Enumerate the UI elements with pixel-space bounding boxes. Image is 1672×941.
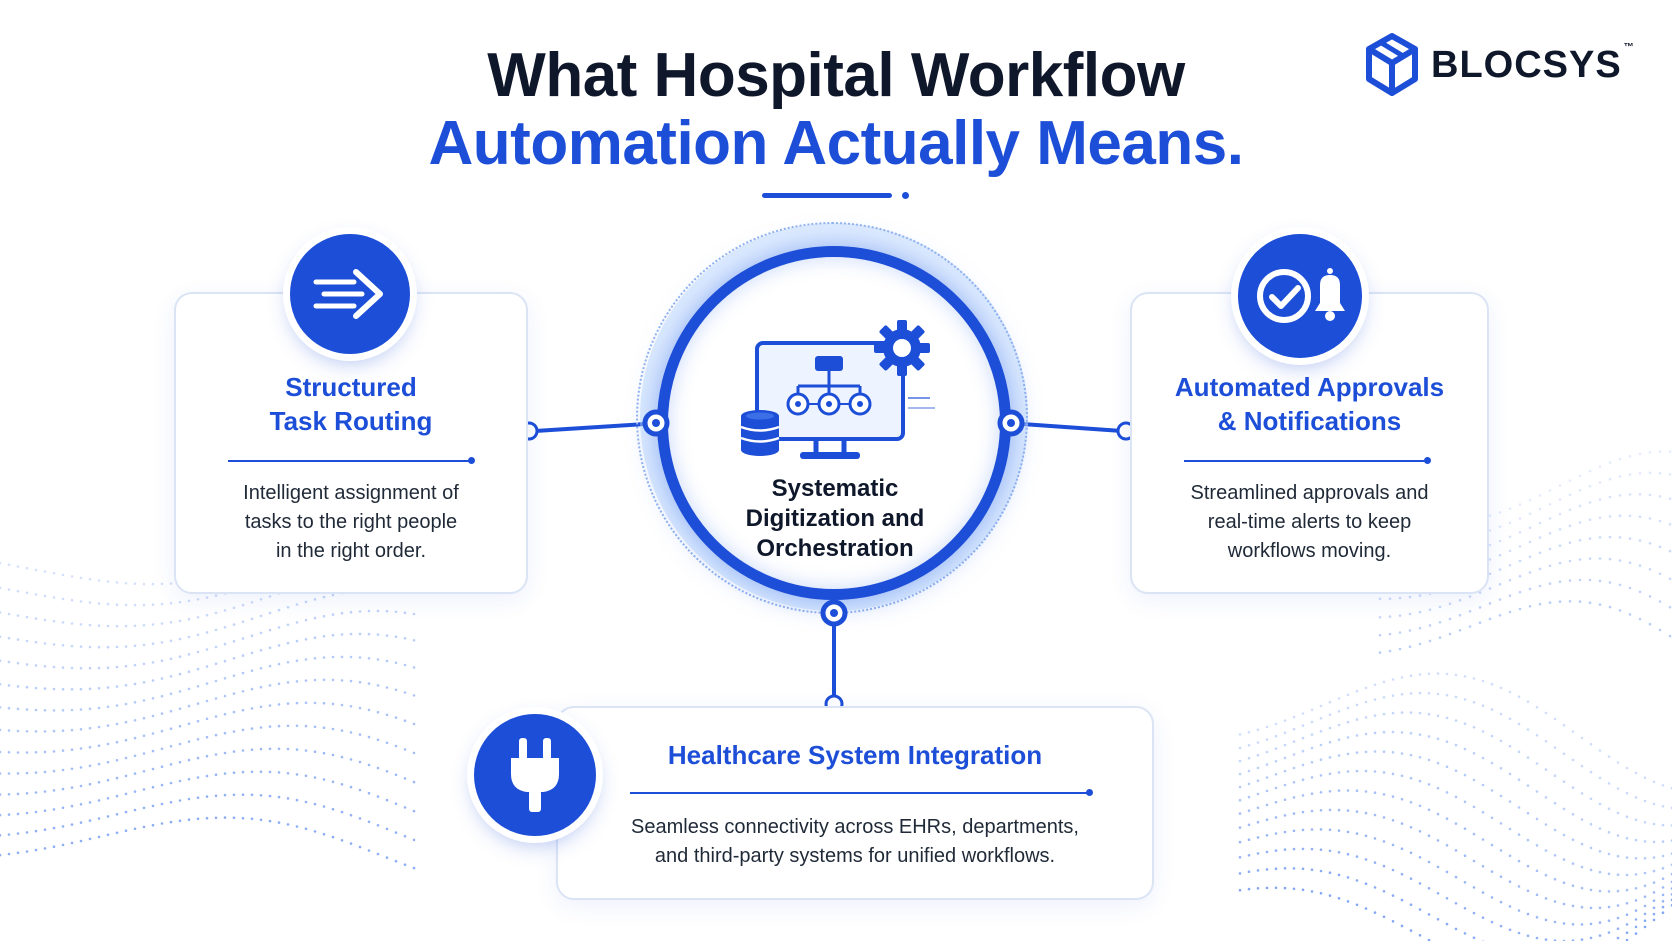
card-description-line-3: in the right order. [275, 540, 427, 562]
connector-left [534, 422, 646, 433]
center-label-line-2: Digitization and [745, 505, 925, 532]
title-underline-dot [902, 192, 909, 199]
card-title-line-1: Healthcare System Integration [667, 740, 1043, 770]
brand-logo: BLOCSYS ™ [1365, 30, 1634, 100]
card-description-line-3: workflows moving. [1227, 540, 1392, 562]
card-description: Streamlined approvals and real-time aler… [1132, 479, 1487, 566]
fast-arrow-icon [290, 234, 410, 354]
card-description: Intelligent assignment of tasks to the r… [176, 479, 526, 566]
center-label: Systematic Digitization and Orchestratio… [700, 474, 970, 564]
check-bell-icon [1238, 234, 1362, 358]
card-divider [228, 460, 472, 462]
card-description-line-1: Streamlined approvals and [1190, 482, 1429, 504]
card-title-line-1: Automated Approvals [1174, 372, 1445, 402]
card-healthcare-integration: Healthcare System Integration Seamless c… [556, 706, 1154, 900]
card-description-line-2: and third-party systems for unified work… [654, 845, 1056, 867]
monitor-flowchart-gear-database-icon [740, 320, 935, 459]
page-title-line-1: What Hospital Workflow [487, 41, 1185, 110]
connector-right [1021, 422, 1123, 433]
card-divider [1184, 460, 1428, 462]
card-divider-dot [1086, 789, 1093, 796]
plug-icon [474, 714, 596, 836]
card-divider-dot [1424, 457, 1431, 464]
page-title-line-2: Automation Actually Means. [428, 109, 1244, 178]
card-description-line-2: real-time alerts to keep [1207, 511, 1412, 533]
card-automated-approvals: Automated Approvals & Notifications Stre… [1130, 292, 1489, 594]
card-description-line-1: Seamless connectivity across EHRs, depar… [631, 816, 1079, 838]
brand-name: BLOCSYS [1431, 43, 1622, 86]
card-title-line-2: & Notifications [1217, 406, 1402, 436]
brand-trademark: ™ [1623, 42, 1634, 53]
card-title-line-1: Structured [285, 372, 417, 402]
card-title: Automated Approvals & Notifications [1132, 370, 1487, 438]
card-description: Seamless connectivity across EHRs, depar… [558, 813, 1152, 871]
title-underline [762, 193, 892, 198]
card-title: Healthcare System Integration [558, 738, 1152, 772]
card-description-line-2: tasks to the right people [244, 511, 458, 533]
cube-logo-icon [1366, 33, 1418, 96]
center-label-line-3: Orchestration [756, 535, 914, 562]
card-description-line-1: Intelligent assignment of [243, 482, 459, 504]
card-divider [630, 792, 1090, 794]
card-title: Structured Task Routing [176, 370, 526, 438]
card-title-line-2: Task Routing [269, 406, 433, 436]
card-divider-dot [468, 457, 475, 464]
center-label-line-1: Systematic [771, 475, 899, 502]
